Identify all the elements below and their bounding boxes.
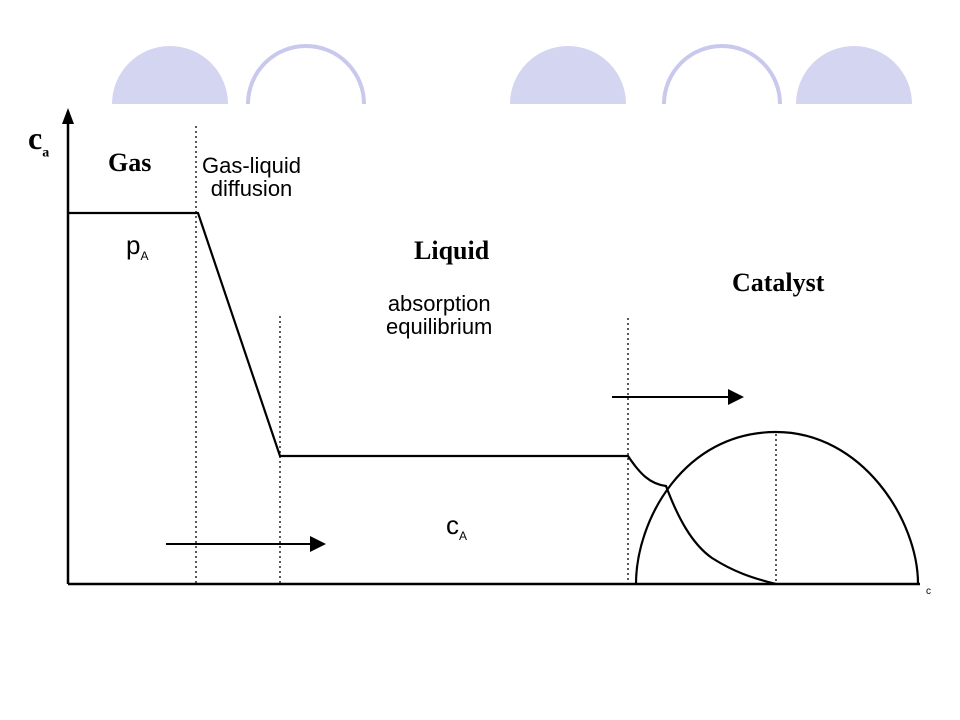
header-decoration [112,44,912,105]
pA-subscript: A [140,249,149,264]
header-circle-outline-2 [662,44,782,105]
stray-mark: c [926,586,931,597]
pA-symbol: p [126,230,141,260]
region-label-catalyst: Catalyst [732,268,825,297]
gas-liquid-line-2: diffusion [210,176,293,202]
header-circle-filled-3 [796,46,912,104]
concentration-profile [68,211,777,586]
region-label-gas: Gas [108,148,152,177]
absorption-line-2: equilibrium [386,314,493,340]
catalyst-particle [634,430,920,585]
absorption-line-1: absorption [387,291,491,316]
axis-label-subscript: a [42,145,50,161]
axis-label-ca: ca [28,120,49,161]
cA-symbol: c [446,510,459,540]
header-circle-filled-2 [510,46,626,104]
gas-liquid-line-1: Gas-liquid [202,153,302,178]
header-circle-outline-1 [246,44,366,105]
label-cA: cA [446,510,467,543]
header-circle-filled-1 [112,46,228,104]
flow-arrows [166,389,744,552]
region-label-gas-liquid-diffusion: Gas-liquid diffusion [202,154,301,200]
arrow-gas-to-liquid-head [310,536,326,552]
region-label-liquid: Liquid [414,236,490,265]
arrow-liquid-to-catalyst-head [728,389,744,405]
region-boundaries [195,126,777,584]
cA-subscript: A [459,529,468,544]
y-axis-arrowhead [62,108,74,124]
axis-label-symbol: c [28,120,43,156]
label-pA: pA [126,230,148,263]
axes [62,108,920,586]
region-label-absorption-equilibrium: absorption equilibrium [386,292,492,338]
